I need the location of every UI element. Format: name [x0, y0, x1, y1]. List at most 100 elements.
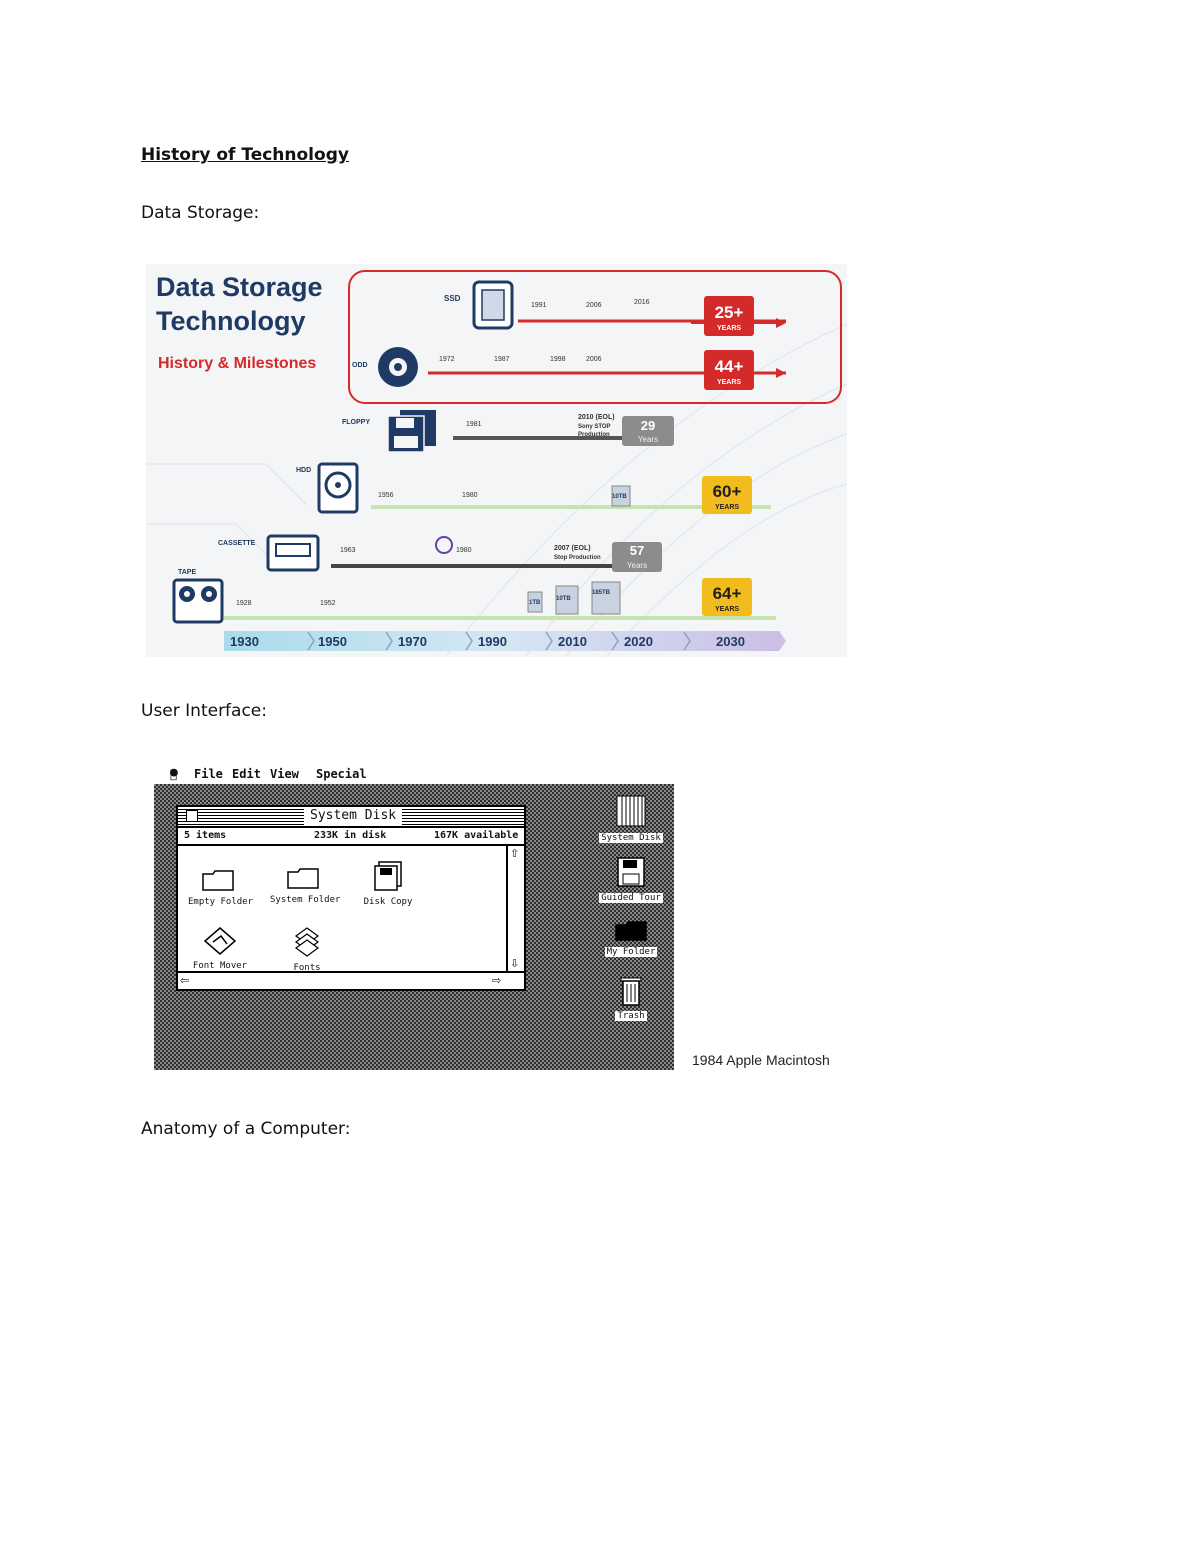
file-empty-folder[interactable]: Empty Folder	[188, 868, 254, 907]
odd-milestone-2: 1987	[494, 356, 510, 363]
cassette-icon	[266, 534, 320, 572]
window-info-bar: 5 items 233K in disk 167K available	[178, 828, 524, 846]
badge-cassette-value: 57	[630, 543, 644, 558]
document-title: History of Technology	[141, 145, 349, 165]
floppy-icon	[387, 410, 436, 453]
folder-icon	[202, 870, 234, 891]
year-2030: 2030	[716, 634, 745, 649]
desktop-icon-guided-tour[interactable]: Guided Tour	[598, 856, 664, 903]
desktop-icon-my-folder[interactable]: My Folder	[598, 920, 664, 957]
apple-icon[interactable]: 	[170, 767, 177, 781]
hdd-milestone-1: 1956	[378, 492, 394, 499]
file-label: Empty Folder	[188, 897, 254, 907]
file-label: Fonts	[293, 963, 321, 973]
badge-odd-value: 44+	[715, 357, 744, 376]
horizontal-scrollbar[interactable]: ⇦ ⇨	[178, 971, 524, 989]
window-title-bar[interactable]: System Disk	[178, 807, 524, 828]
badge-floppy	[622, 416, 674, 446]
badge-hdd-value: 60+	[713, 482, 742, 501]
fonts-icon	[294, 927, 320, 957]
tape-icon	[172, 578, 224, 624]
badge-ssd-value: 25+	[715, 303, 744, 322]
apple-icon-glyph: ●	[170, 765, 178, 780]
folder-icon	[615, 921, 647, 941]
file-font-mover[interactable]: Font Mover	[190, 926, 250, 971]
desktop-icon-system-disk[interactable]: System Disk	[598, 794, 664, 843]
disk-available: 167K available	[434, 830, 519, 841]
infographic-title-line2: Technology	[156, 306, 306, 336]
year-2010: 2010	[558, 634, 587, 649]
file-label: Disk Copy	[363, 897, 413, 907]
disk-used: 233K in disk	[314, 830, 387, 841]
row-label-hdd: HDD	[296, 467, 311, 474]
cassette-milestone-4: Stop Production	[554, 555, 601, 561]
desktop-icon-label: Trash	[615, 1011, 647, 1021]
file-label: System Folder	[270, 895, 341, 905]
window-title: System Disk	[304, 807, 403, 825]
badge-hdd-unit: YEARS	[715, 504, 739, 511]
badge-cassette	[612, 542, 662, 572]
scroll-left-icon[interactable]: ⇦	[180, 974, 190, 987]
badge-floppy-value: 29	[641, 418, 655, 433]
desktop-icon-trash[interactable]: Trash	[598, 974, 664, 1021]
scroll-down-icon[interactable]: ⇩	[510, 957, 520, 970]
row-label-ssd: SSD	[444, 294, 461, 303]
year-1990: 1990	[478, 634, 507, 649]
macintosh-screenshot:  ● File Edit View Special System Disk 5…	[154, 760, 674, 1070]
badge-tape	[702, 578, 752, 616]
menu-bar:  ● File Edit View Special	[154, 760, 674, 784]
section-heading-anatomy: Anatomy of a Computer:	[141, 1119, 351, 1139]
folder-icon	[287, 868, 319, 889]
file-system-folder[interactable]: System Folder	[270, 866, 341, 905]
tape-milestone-2: 1952	[320, 600, 336, 607]
badge-ssd-unit: YEARS	[717, 325, 741, 332]
badge-cassette-unit: Years	[627, 561, 647, 570]
disk-icon	[616, 795, 646, 827]
cassette-milestone-3: 2007 (EOL)	[554, 545, 591, 552]
floppy-disk-icon	[617, 857, 645, 887]
menu-file[interactable]: File	[194, 767, 223, 781]
section-heading-user-interface: User Interface:	[141, 701, 267, 721]
badge-hdd	[702, 476, 752, 514]
floppy-milestone-4: Production	[578, 432, 610, 438]
floppy-milestone-3: Sony STOP	[578, 424, 611, 430]
odd-milestone-1: 1972	[439, 356, 455, 363]
hdd-milestone-3: 10TB	[612, 494, 627, 500]
badge-tape-value: 64+	[713, 584, 742, 603]
floppy-milestone-2: 2010 (EOL)	[578, 414, 615, 421]
scroll-right-icon[interactable]: ⇨	[492, 974, 502, 987]
ssd-milestone-1: 1991	[531, 302, 547, 309]
floppy-milestone-1: 1981	[466, 421, 482, 428]
odd-milestone-3: 1998	[550, 356, 566, 363]
close-box-icon[interactable]	[186, 810, 198, 822]
window-content: Empty Folder System Folder Disk Copy	[178, 846, 506, 973]
section-heading-data-storage: Data Storage:	[141, 203, 260, 223]
hdd-icon	[317, 462, 359, 514]
menu-view[interactable]: View	[270, 767, 299, 781]
year-1930: 1930	[230, 634, 259, 649]
menu-special[interactable]: Special	[316, 767, 367, 781]
badge-floppy-unit: Years	[638, 435, 658, 444]
desktop-icon-label: System Disk	[599, 833, 663, 843]
trash-icon	[620, 977, 642, 1006]
badge-ssd	[704, 296, 754, 336]
year-1950: 1950	[318, 634, 347, 649]
menu-edit[interactable]: Edit	[232, 767, 261, 781]
tape-milestone-5: 185TB	[592, 590, 611, 596]
year-2020: 2020	[624, 634, 653, 649]
file-fonts[interactable]: Fonts	[290, 926, 324, 973]
file-disk-copy[interactable]: Disk Copy	[362, 860, 414, 907]
scroll-up-icon[interactable]: ⇧	[510, 847, 520, 860]
disk-copy-icon	[374, 861, 402, 891]
badge-tape-unit: YEARS	[715, 606, 739, 613]
badge-odd	[704, 350, 754, 390]
vertical-scrollbar[interactable]: ⇧ ⇩	[506, 846, 524, 972]
font-mover-icon	[203, 927, 237, 955]
row-label-cassette: CASSETTE	[218, 540, 256, 547]
row-label-odd: ODD	[352, 362, 368, 369]
year-1970: 1970	[398, 634, 427, 649]
infographic-subtitle: History & Milestones	[158, 355, 316, 372]
items-count: 5 items	[184, 830, 227, 841]
tape-milestone-4: 10TB	[556, 596, 571, 602]
desktop-icon-label: Guided Tour	[599, 893, 663, 903]
